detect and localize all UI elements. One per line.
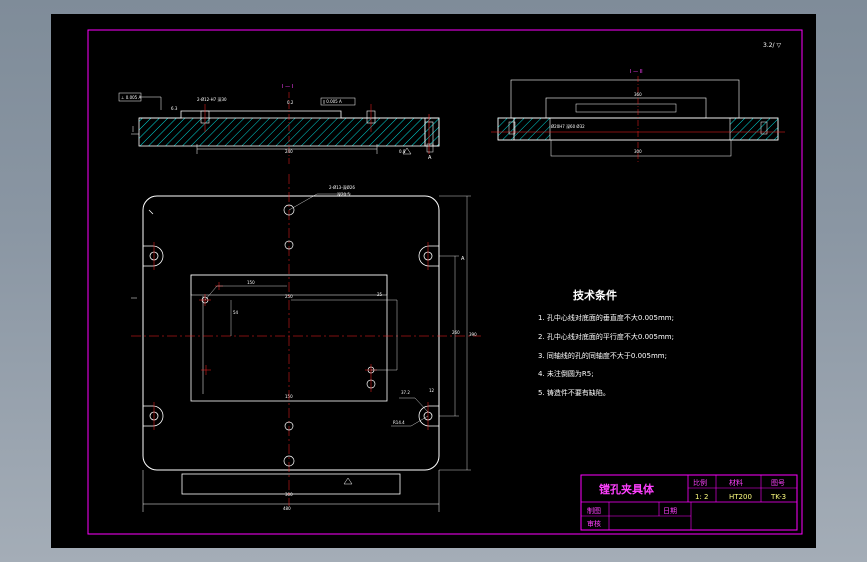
gtol-perpendicular: ⊥ 0.005 A: [121, 95, 141, 100]
tech-req-item-2: 2. 孔中心线对底面的平行度不大0.005mm;: [538, 332, 674, 341]
front-overall-length: 240: [285, 149, 293, 154]
plan-hole-note-2: 深20.5: [337, 191, 350, 197]
tech-req-title: 技术条件: [573, 288, 617, 302]
plan-dim-a: 150: [247, 280, 255, 285]
side-section-label: I — II: [630, 69, 643, 75]
side-top-width: 360: [634, 92, 642, 97]
front-datum: A: [428, 155, 432, 161]
front-ratio-top: 6.3: [171, 106, 178, 111]
plan-dim-c: 54: [233, 310, 239, 315]
tech-req-item-5: 5. 铸造件不要有缺陷。: [538, 388, 610, 397]
plan-outer-contour: [142, 195, 440, 471]
plan-height-total: 390: [469, 332, 477, 337]
title-scale-label: 比例: [693, 478, 707, 487]
title-material-label: 材料: [729, 478, 743, 487]
plan-width-total: 480: [283, 506, 291, 511]
title-checked-label: 审核: [587, 519, 601, 528]
title-material-value: HT200: [729, 493, 752, 501]
tech-req-item-3: 3. 同轴线的孔的同轴度不大于0.005mm;: [538, 351, 667, 360]
plan-datum-a: A: [461, 256, 465, 262]
front-ratio-mid: 0.2: [287, 100, 294, 105]
plan-dim-e: 12: [429, 388, 435, 393]
front-section-label: I — I: [282, 84, 293, 90]
roughness-corner-mark: 3.2/ ▽: [763, 42, 781, 49]
side-section-view: I — II 360 300 Ø20H7 深60 Ø32: [491, 69, 785, 162]
plan-dim-d: 37.2: [401, 390, 410, 395]
title-block: 镗孔夹具体 比例 1: 2 材料 HT200 图号 TK-3 制图 审核 日期: [580, 474, 798, 531]
plan-dim-b: 25: [377, 292, 383, 297]
cad-viewport[interactable]: 3.2/ ▽ I — I 240 ⊥ 0.005 A ∥ 0.005: [51, 14, 816, 548]
front-hole-note: 2-Ø12-H7 深30: [197, 96, 227, 102]
plan-hole-note: 2-Ø13-深Ø26: [329, 184, 355, 190]
title-date-label: 日期: [663, 507, 677, 515]
gtol-parallel: ∥ 0.005 A: [323, 99, 342, 104]
drawing-frame: [87, 29, 803, 535]
title-part-name: 镗孔夹具体: [599, 482, 655, 496]
front-section-view: I — I 240 ⊥ 0.005 A ∥ 0.005 A 6.3 0.2: [118, 84, 440, 164]
tech-req-item-1: 1. 孔中心线对底面的垂直度不大0.005mm;: [538, 313, 674, 322]
tech-req-item-4: 4. 未注倒圆为R5;: [538, 369, 594, 378]
drawing-canvas[interactable]: 3.2/ ▽ I — I 240 ⊥ 0.005 A ∥ 0.005: [51, 14, 816, 548]
plan-dim-j: R14.4: [393, 420, 405, 425]
side-note: Ø20H7 深60 Ø32: [551, 123, 585, 129]
front-roughness: 0.8: [399, 149, 406, 154]
plan-dim-i: 260: [452, 330, 460, 335]
plan-view: 480 300 250 150: [131, 174, 481, 512]
title-drawing-no-value: TK-3: [770, 493, 786, 501]
title-drawn-label: 制图: [587, 506, 601, 515]
tech-requirements: 技术条件 1. 孔中心线对底面的垂直度不大0.005mm; 2. 孔中心线对底面…: [538, 288, 674, 397]
title-scale-value: 1: 2: [695, 493, 709, 501]
side-bottom-width: 300: [634, 149, 642, 154]
title-drawing-no-label: 图号: [771, 479, 785, 487]
